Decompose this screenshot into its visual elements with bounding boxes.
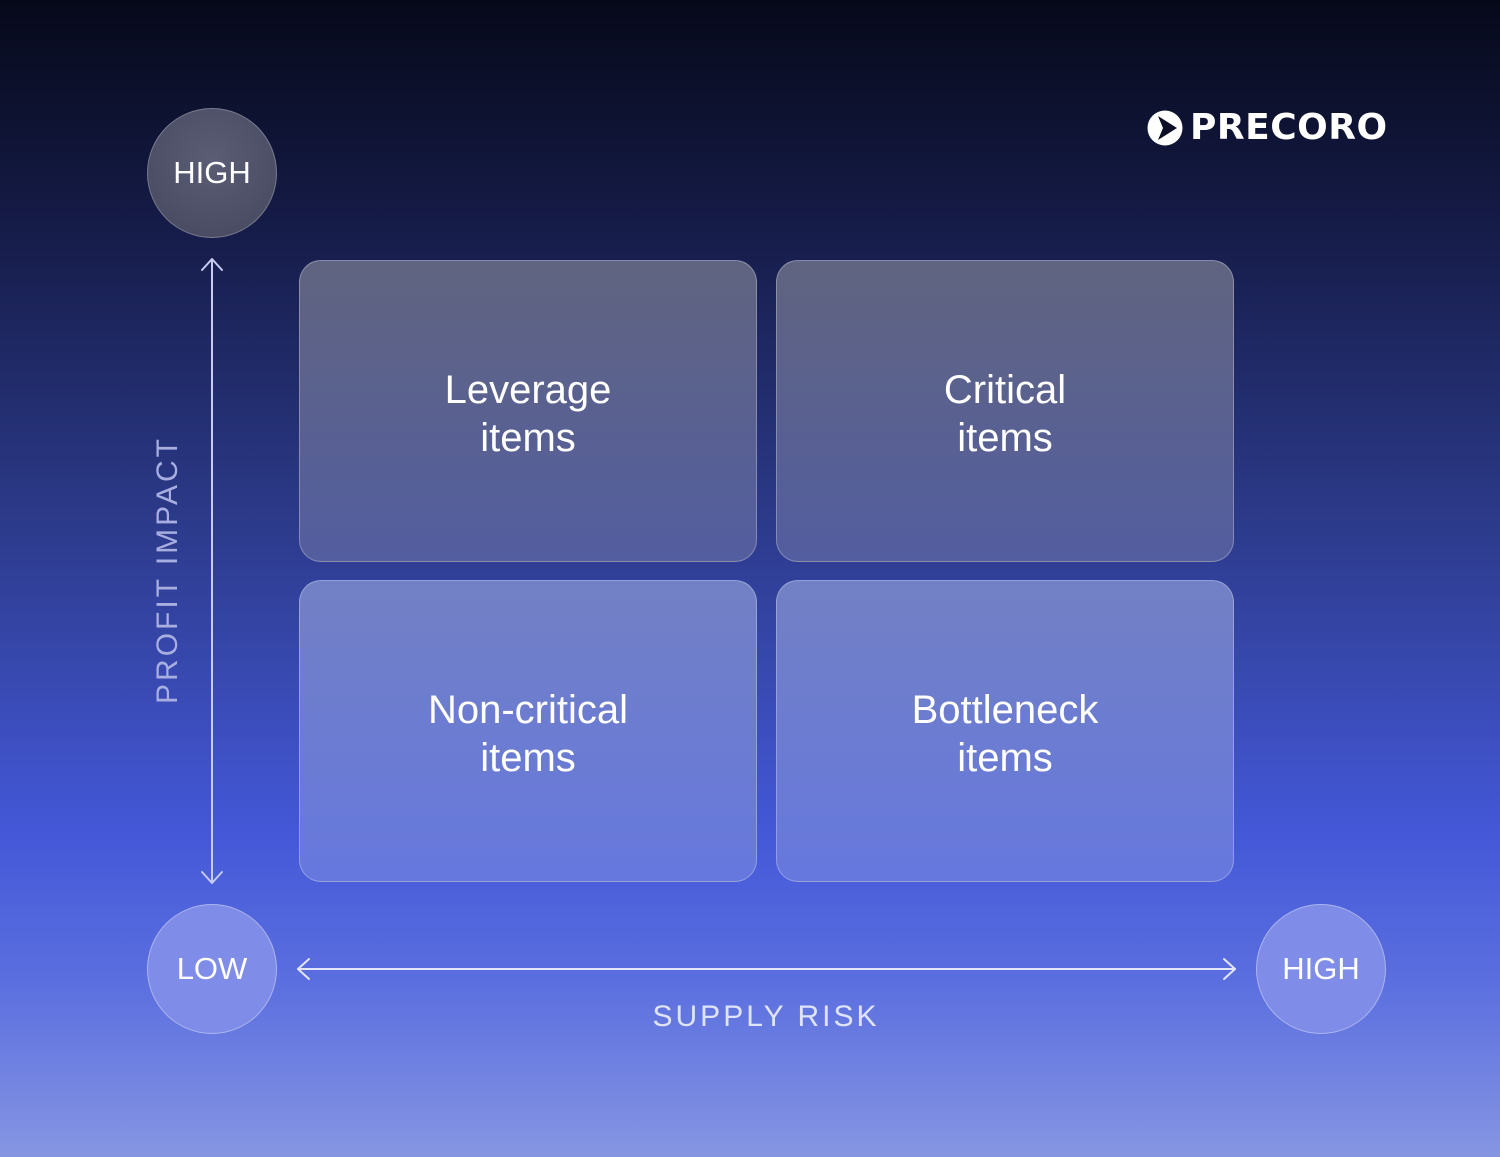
quadrant-subtitle: items bbox=[480, 416, 576, 460]
quadrant-title: Critical bbox=[943, 368, 1067, 412]
quadrant-subtitle: items bbox=[957, 416, 1053, 460]
quadrant-leverage-items: Leverage items bbox=[299, 260, 757, 562]
quadrant-critical-items: Critical items bbox=[776, 260, 1234, 562]
brand-name: PRECORO bbox=[1190, 107, 1388, 148]
precoro-logo: PRECORO bbox=[1146, 108, 1388, 148]
quadrant-title: Non-critical bbox=[427, 688, 629, 732]
quadrant-subtitle: items bbox=[957, 736, 1053, 780]
quadrant-title: Bottleneck bbox=[911, 688, 1099, 732]
y-axis-label: PROFIT IMPACT bbox=[151, 436, 184, 704]
x-axis-arrow bbox=[297, 958, 1236, 980]
quadrant-non-critical-items: Non-critical items bbox=[299, 580, 757, 882]
quadrant-title: Leverage bbox=[444, 368, 612, 412]
x-axis-label: SUPPLY RISK bbox=[652, 1000, 880, 1033]
y-axis-high-marker: HIGH bbox=[147, 108, 277, 238]
x-axis-high-marker: HIGH bbox=[1256, 904, 1386, 1034]
play-arrow-logo-icon bbox=[1147, 110, 1183, 146]
y-axis-arrow bbox=[201, 258, 223, 884]
quadrant-bottleneck-items: Bottleneck items bbox=[776, 580, 1234, 882]
origin-low-marker: LOW bbox=[147, 904, 277, 1034]
quadrant-subtitle: items bbox=[480, 736, 576, 780]
